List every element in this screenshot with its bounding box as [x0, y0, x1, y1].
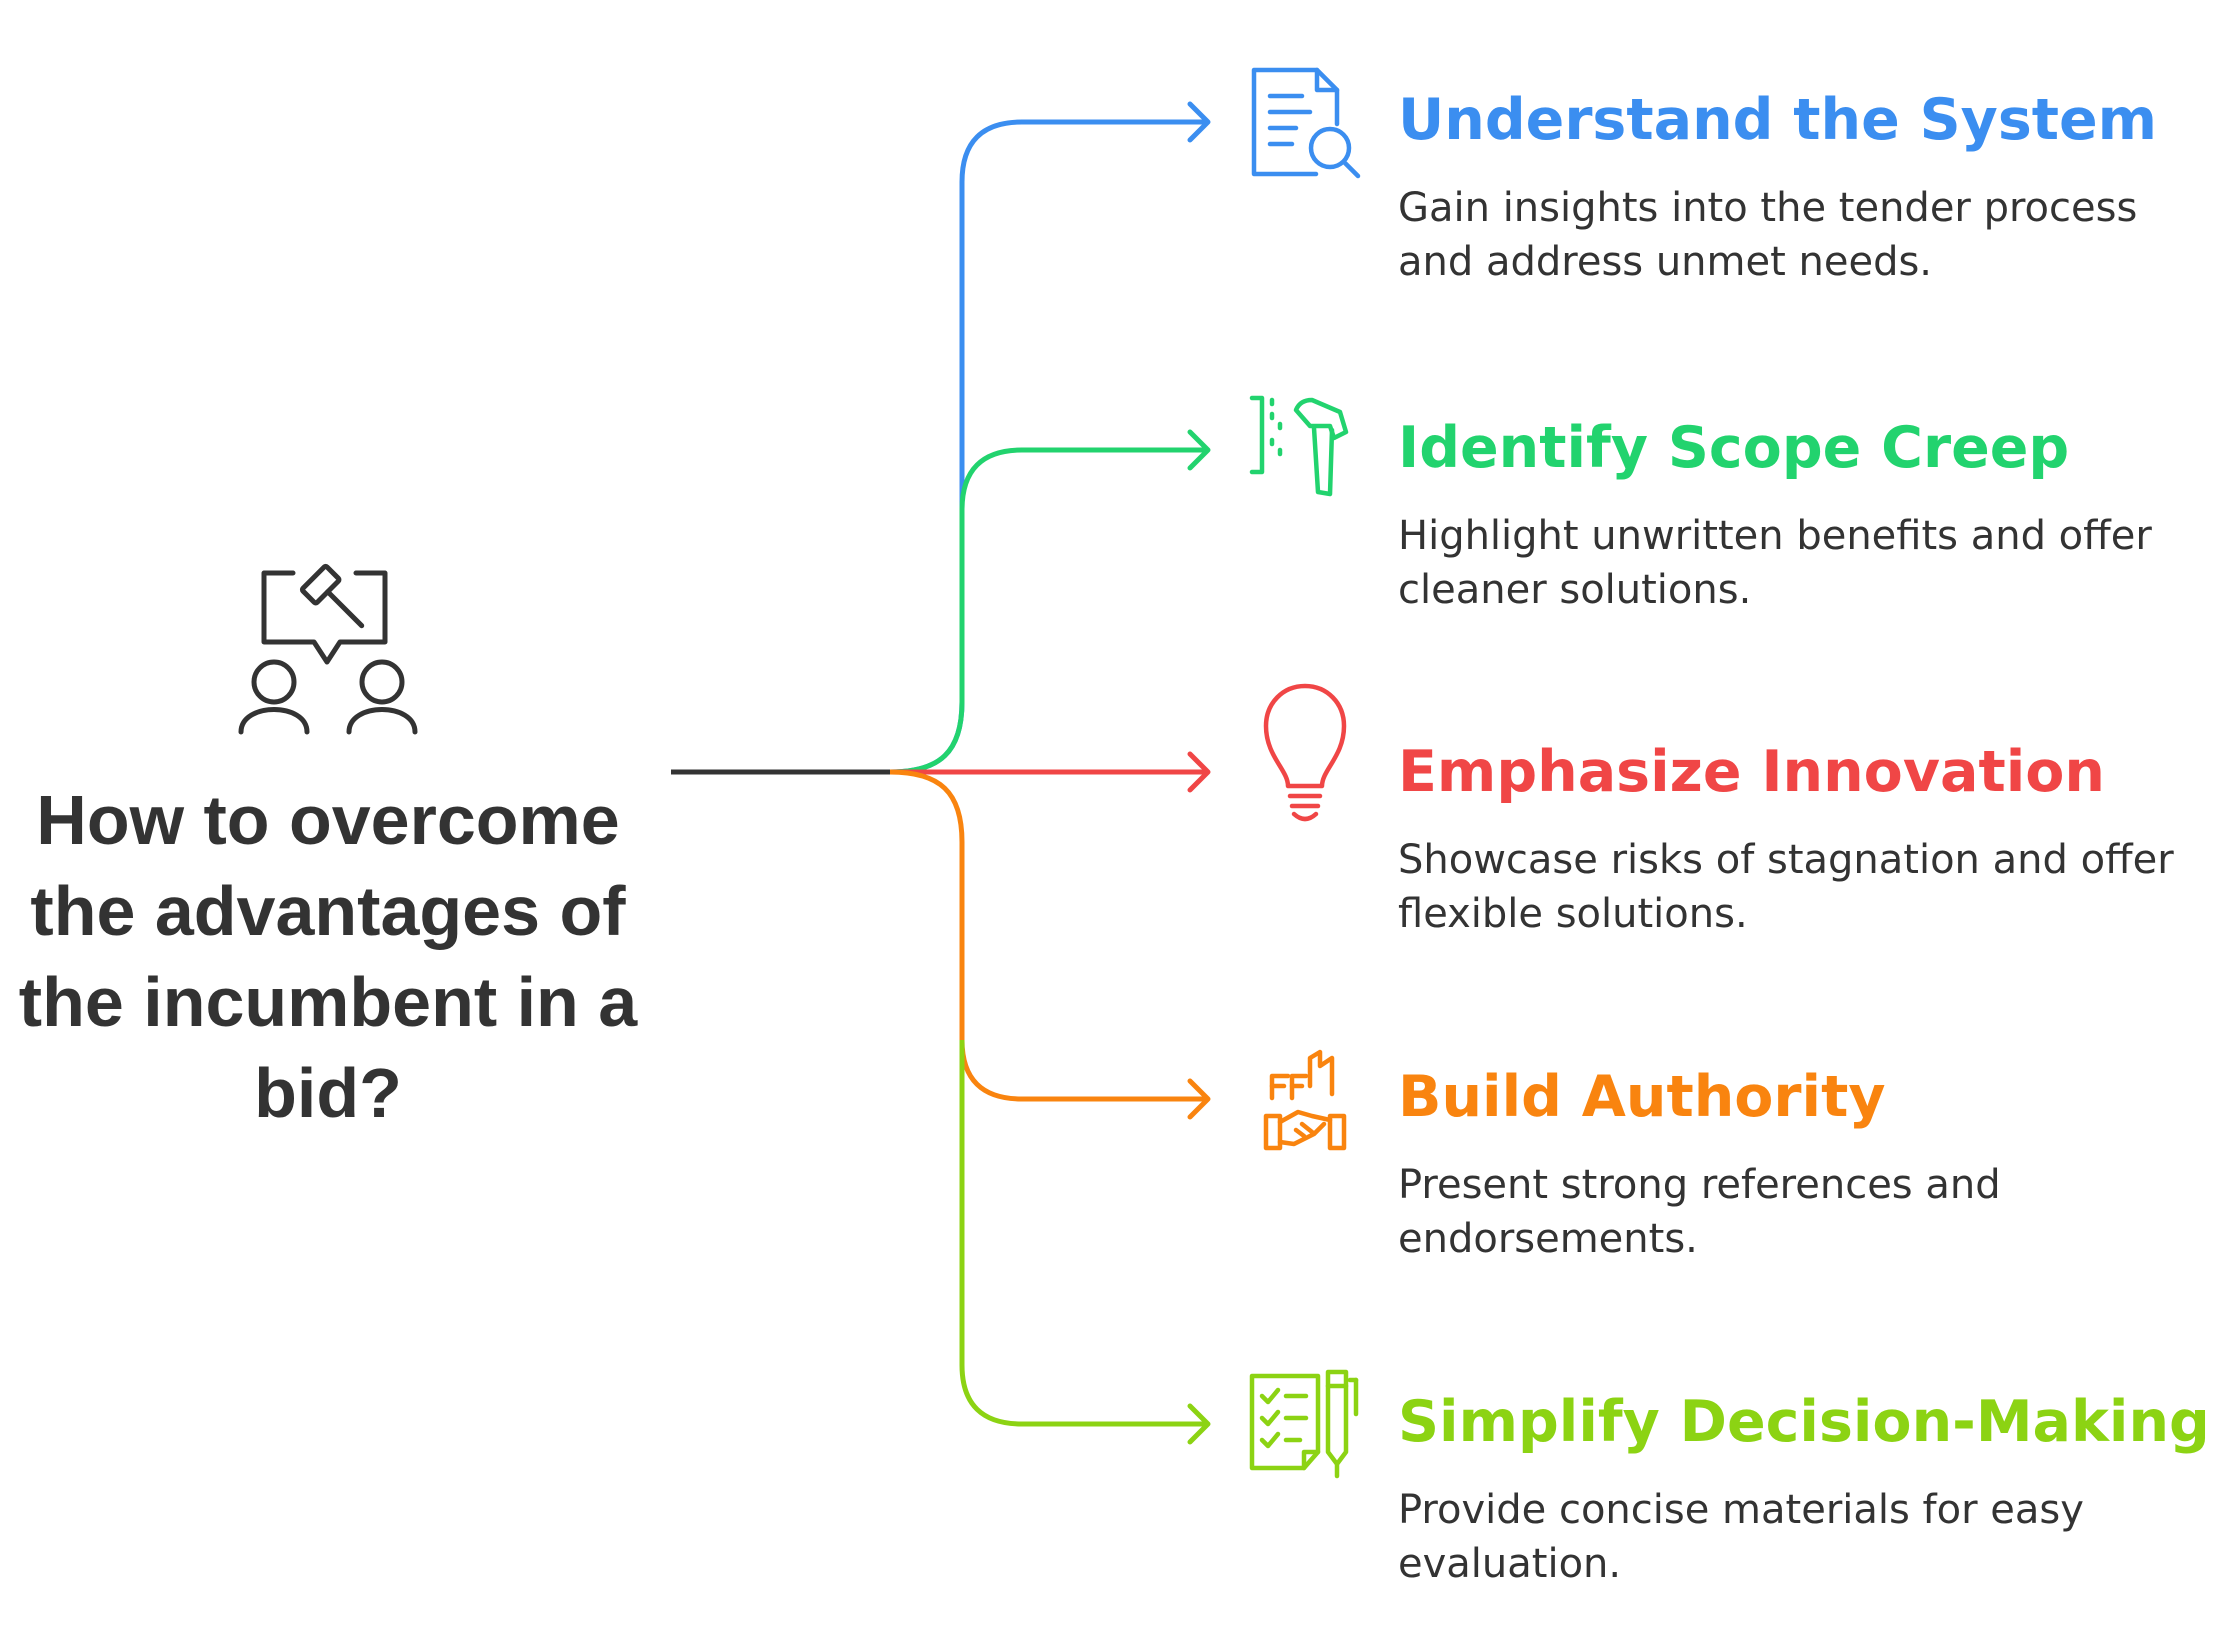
branch-build-authority: Build Authority Present strong reference…: [1398, 1062, 2220, 1266]
handshake-icon: [1263, 1049, 1347, 1151]
arrowhead-innovation: [1187, 751, 1211, 793]
lightbulb-icon: [1263, 683, 1347, 822]
branch-description: Provide concise materials for easy evalu…: [1398, 1487, 2084, 1587]
branch-description: Gain insights into the tender process an…: [1398, 185, 2138, 285]
branch-description: Highlight unwritten benefits and offer c…: [1398, 513, 2152, 613]
arrowhead-simplify: [1187, 1403, 1211, 1445]
branch-title: Understand the System: [1398, 87, 2158, 153]
arrowhead-authority: [1187, 1078, 1211, 1120]
hammer-icon: [1249, 395, 1349, 497]
branch-title: Identify Scope Creep: [1398, 415, 2070, 481]
auction-discussion-icon: [238, 563, 418, 735]
main-question-title: How to overcome the advantages of the in…: [18, 781, 638, 1132]
branch-connector-simplify: [959, 1040, 1208, 1427]
document-search-icon: [1251, 67, 1361, 179]
branch-connector-scope: [889, 447, 1208, 775]
branch-connector-authority: [889, 769, 1208, 1102]
branch-connector-understand: [889, 119, 1208, 775]
branch-title: Emphasize Innovation: [1398, 739, 2105, 805]
branch-title: Simplify Decision-Making: [1398, 1389, 2210, 1455]
branch-understand-system: Understand the System Gain insights into…: [1398, 85, 2220, 289]
branch-emphasize-innovation: Emphasize Innovation Showcase risks of s…: [1398, 737, 2220, 941]
arrowhead-understand: [1187, 101, 1211, 143]
branch-description: Showcase risks of stagnation and offer f…: [1398, 837, 2174, 937]
branch-description: Present strong references and endorsemen…: [1398, 1162, 2001, 1262]
checklist-pen-icon: [1249, 1369, 1359, 1479]
branch-simplify-decision-making: Simplify Decision-Making Provide concise…: [1398, 1387, 2220, 1591]
arrowhead-scope: [1187, 429, 1211, 471]
branch-title: Build Authority: [1398, 1064, 1886, 1130]
branch-identify-scope-creep: Identify Scope Creep Highlight unwritten…: [1398, 413, 2220, 617]
